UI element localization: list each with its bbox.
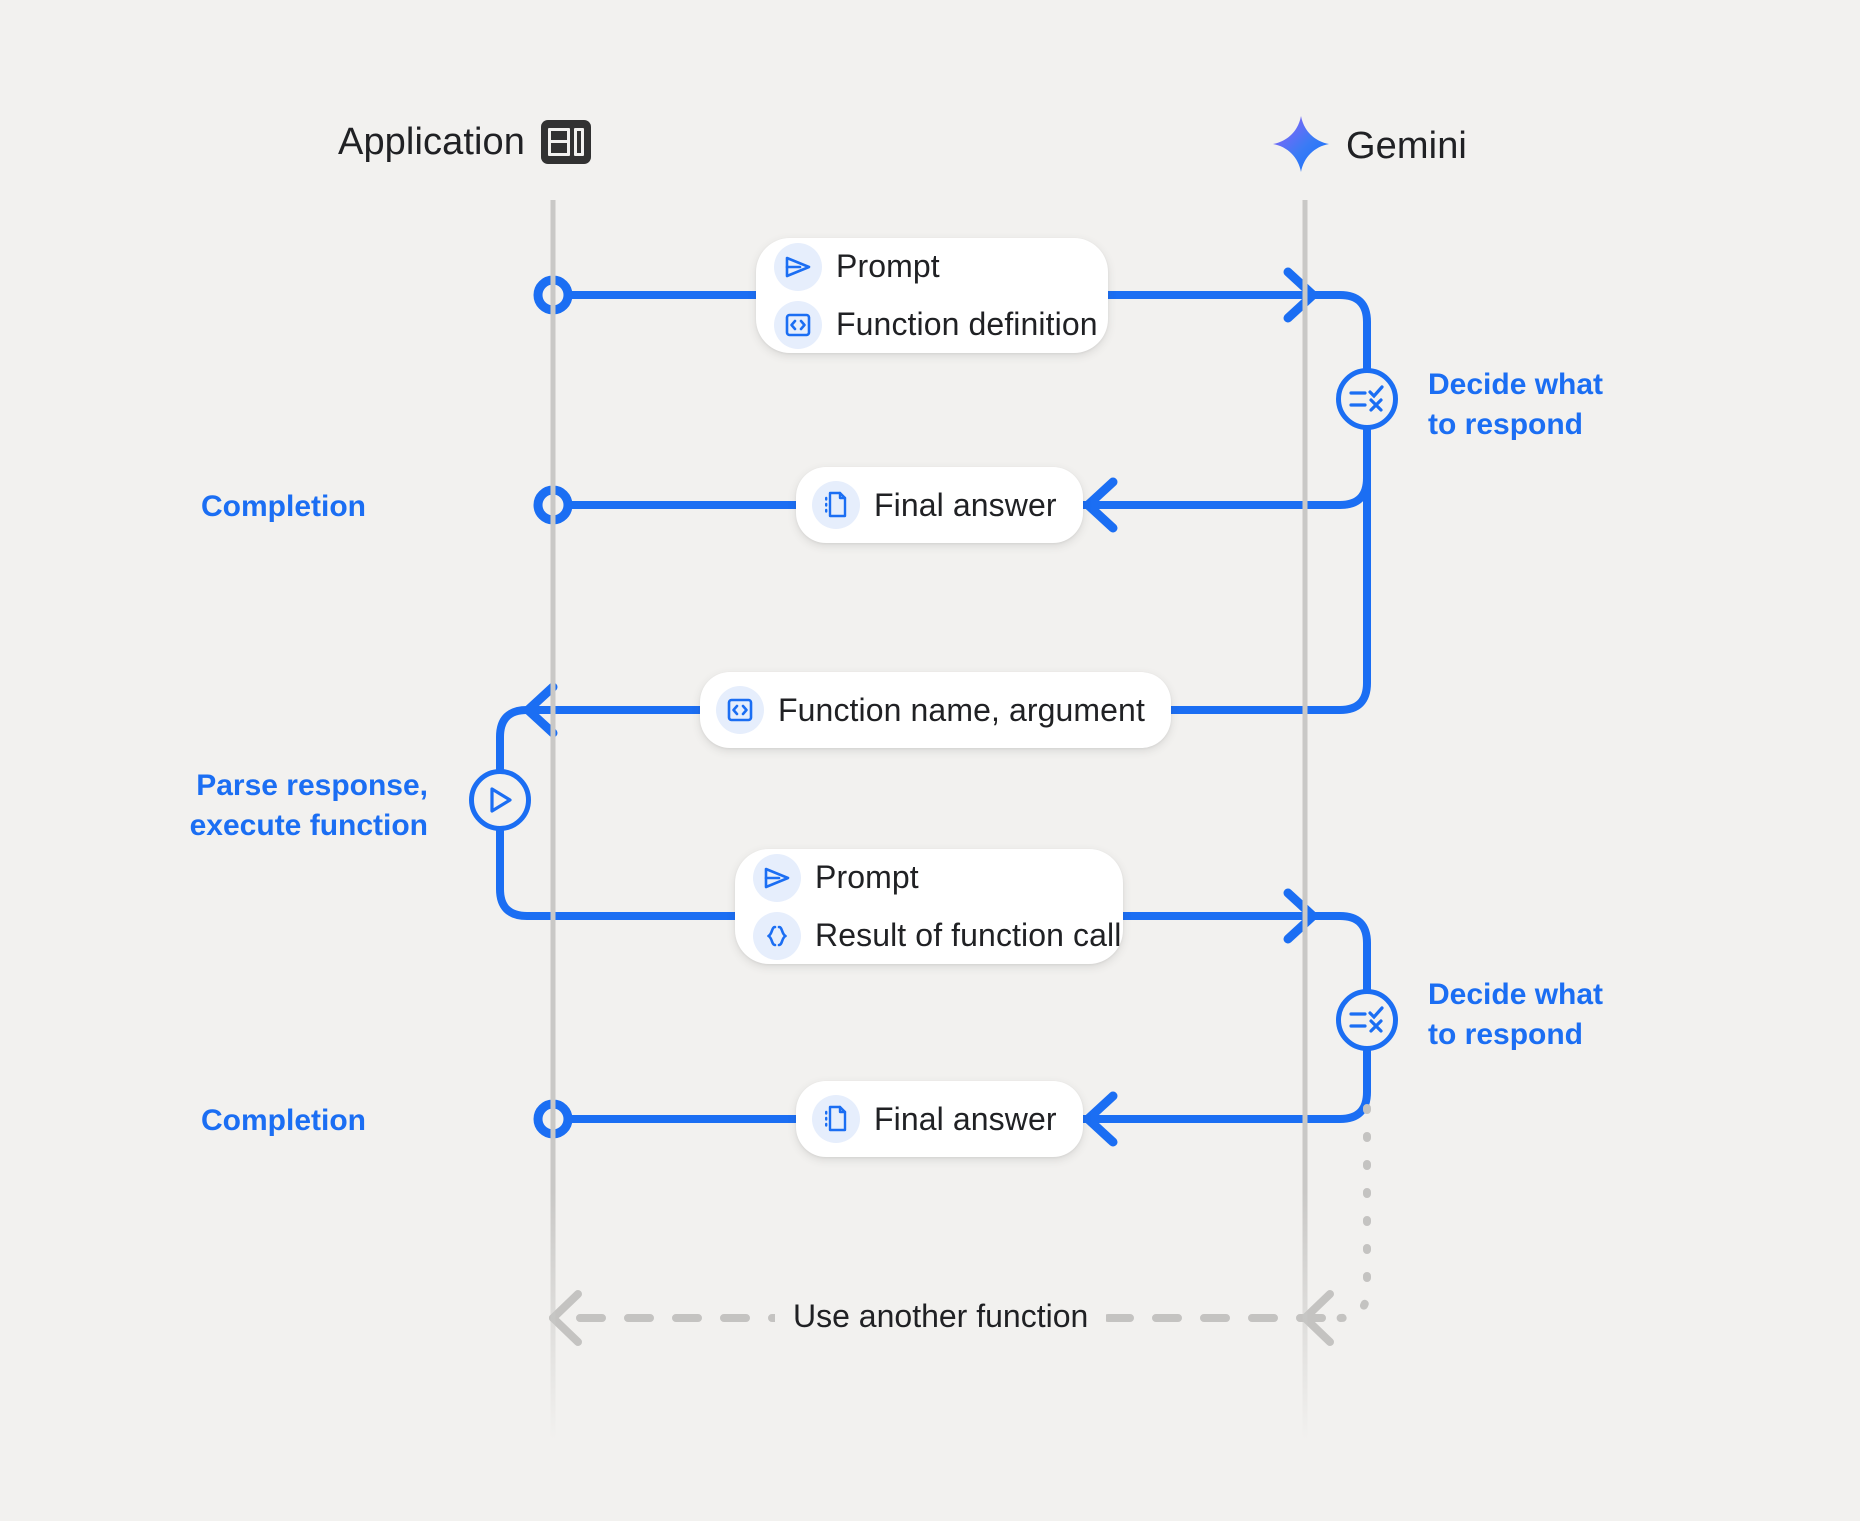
message-chip-final-answer-1[interactable]: Final answer [796,467,1083,543]
parse-execute-node[interactable] [469,769,531,831]
label-completion-2: Completion [201,1104,366,1137]
column-header-gemini: Gemini [1272,115,1467,178]
column-header-application: Application [338,120,591,164]
send-prompt-icon [753,853,801,902]
chip-label: Final answer [874,486,1057,523]
curly-braces-icon [753,911,801,960]
document-icon [812,481,860,529]
use-another-function-label: Use another function [775,1298,1107,1335]
chip-label: Prompt [836,248,940,284]
label-completion-1: Completion [201,490,366,523]
checklist-decision-icon [1349,384,1385,414]
document-icon [812,1095,860,1143]
decide-node-1[interactable] [1336,368,1398,430]
column-label-application: Application [338,120,525,163]
gemini-sparkle-icon [1272,115,1330,178]
message-chip-prompt-function-result[interactable]: Prompt Result of function call [735,849,1123,964]
chip-label: Prompt [815,859,919,895]
send-prompt-icon [774,242,822,291]
label-decide-what-to-respond-2: Decide what to respond [1428,978,1604,1051]
label-parse-response-execute-function: Parse response, execute function [189,769,428,842]
label-decide-what-to-respond-1: Decide what to respond [1428,368,1604,441]
message-chip-final-answer-2[interactable]: Final answer [796,1081,1083,1157]
chip-row-final-answer: Final answer [812,481,1057,529]
lifeline-application [550,200,556,1440]
chip-row-function-definition: Function definition [774,300,1098,349]
chip-row-function-result: Result of function call [753,911,1121,960]
code-brackets-icon [716,686,764,734]
code-brackets-icon [774,300,822,349]
chip-label: Function definition [836,306,1098,342]
chip-label: Function name, argument [778,691,1145,728]
column-label-gemini: Gemini [1346,125,1467,167]
checklist-decision-icon [1349,1005,1385,1035]
chip-label: Final answer [874,1100,1057,1137]
message-chip-prompt-function-definition[interactable]: Prompt Function definition [756,238,1108,353]
play-execute-icon [486,785,514,815]
lifeline-gemini [1302,200,1308,1440]
chip-row-final-answer: Final answer [812,1095,1057,1143]
chip-label: Result of function call [815,917,1122,953]
message-chip-function-call[interactable]: Function name, argument [700,672,1171,748]
chip-row-prompt: Prompt [774,242,1078,291]
application-window-icon [541,120,591,164]
chip-row-prompt: Prompt [753,853,1093,902]
decide-node-2[interactable] [1336,989,1398,1051]
chip-row-function-call: Function name, argument [716,686,1145,734]
